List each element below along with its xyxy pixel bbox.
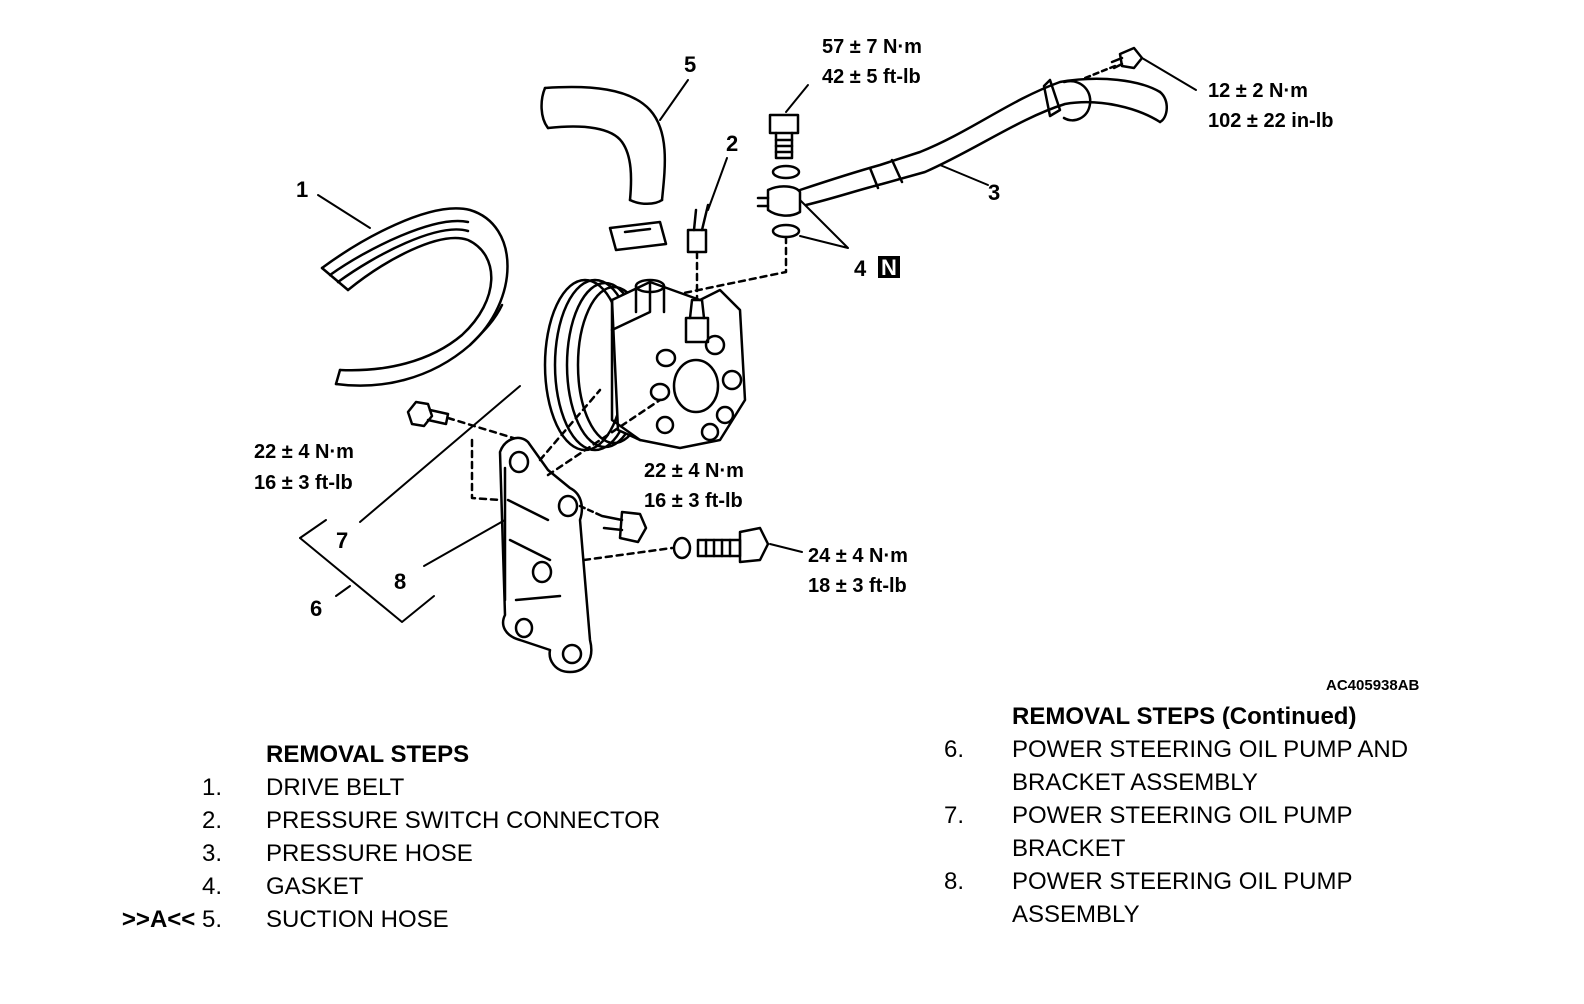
step-text: DRIVE BELT (266, 774, 405, 801)
eye-bolt (768, 113, 800, 160)
step-text: PRESSURE SWITCH CONNECTOR (266, 807, 661, 834)
torque-mid-ft: 16 ± 3 ft-lb (644, 490, 743, 512)
list-item: 6. POWER STEERING OIL PUMP AND (930, 733, 1550, 766)
pump-bracket (498, 436, 593, 674)
step-text-cont: BRACKET ASSEMBLY (1012, 769, 1258, 796)
step-number-value: 5. (201, 906, 222, 933)
step-text: SUCTION HOSE (266, 906, 449, 933)
step-text: POWER STEERING OIL PUMP (1012, 802, 1353, 829)
removal-steps-right: REMOVAL STEPS (Continued) 6. POWER STEER… (930, 700, 1550, 931)
middle-bolt (578, 504, 648, 544)
bottom-bolt (582, 526, 770, 564)
step-text: PRESSURE HOSE (266, 840, 473, 867)
list-item: 2. PRESSURE SWITCH CONNECTOR (100, 804, 780, 837)
hose-clamp (608, 220, 668, 252)
torque-mid-nm: 22 ± 4 N·m (644, 460, 744, 482)
callout-1: 1 (296, 177, 308, 202)
step-number: 3. (201, 840, 222, 867)
callout-2: 2 (726, 131, 738, 156)
callout-4-badge-box (878, 256, 900, 278)
pump-body (610, 278, 747, 450)
pressure-hose (798, 77, 1168, 207)
step-text-cont: BRACKET (1012, 835, 1126, 862)
hose-fitting (648, 185, 802, 302)
callout-7: 7 (336, 528, 348, 553)
figure-id: AC405938AB (1326, 677, 1420, 694)
torque-top-ft: 42 ± 5 ft-lb (822, 66, 921, 88)
torque-bottom-ft: 18 ± 3 ft-lb (808, 575, 907, 597)
torque-top-nm: 57 ± 7 N·m (822, 36, 922, 58)
step-text: GASKET (266, 873, 364, 900)
torque-clamp-nm: 12 ± 2 N·m (1208, 80, 1308, 102)
left-bolt (406, 400, 522, 442)
torque-left-ft: 16 ± 3 ft-lb (254, 472, 353, 494)
callout-5: 5 (684, 52, 696, 77)
suction-hose (540, 85, 667, 205)
service-point-symbol: >>A<< (121, 906, 196, 933)
step-number: 7. (943, 802, 964, 829)
callout-6: 6 (310, 596, 322, 621)
list-item: 3. PRESSURE HOSE (100, 837, 780, 870)
list-item-continuation: BRACKET (930, 832, 1550, 865)
step-number: 4. (201, 873, 222, 900)
pressure-switch-connector (686, 203, 710, 322)
clamp-bolt (1110, 46, 1144, 70)
list-item: 4. GASKET (100, 870, 780, 903)
removal-steps-header: REMOVAL STEPS (266, 741, 470, 768)
torque-left-nm: 22 ± 4 N·m (254, 441, 354, 463)
list-item: 8. POWER STEERING OIL PUMP (930, 865, 1550, 898)
step-number: 6. (943, 736, 964, 763)
callout-8: 8 (394, 569, 406, 594)
removal-steps-continued-header: REMOVAL STEPS (Continued) (1012, 703, 1357, 730)
list-item: >>A<< 5. SUCTION HOSE (100, 903, 780, 936)
step-text-cont: ASSEMBLY (1012, 901, 1140, 928)
callout-4: 4 (854, 256, 867, 281)
gasket (771, 164, 801, 239)
step-number: 8. (943, 868, 964, 895)
callout-3: 3 (988, 180, 1000, 205)
step-text: POWER STEERING OIL PUMP AND (1012, 736, 1409, 763)
removal-steps-left: REMOVAL STEPS 1. DRIVE BELT 2. PRESSURE … (100, 738, 780, 936)
list-item: 7. POWER STEERING OIL PUMP (930, 799, 1550, 832)
callout-4-badge: N (881, 255, 897, 280)
list-item-continuation: BRACKET ASSEMBLY (930, 766, 1550, 799)
drive-belt (320, 207, 509, 387)
list-item-continuation: ASSEMBLY (930, 898, 1550, 931)
step-text: POWER STEERING OIL PUMP (1012, 868, 1353, 895)
torque-clamp-in: 102 ± 22 in-lb (1208, 110, 1333, 132)
step-number: 2. (201, 807, 222, 834)
step-number: >>A<< 5. (100, 903, 222, 936)
torque-bottom-nm: 24 ± 4 N·m (808, 545, 908, 567)
list-item: 1. DRIVE BELT (100, 771, 780, 804)
step-number: 1. (201, 774, 222, 801)
